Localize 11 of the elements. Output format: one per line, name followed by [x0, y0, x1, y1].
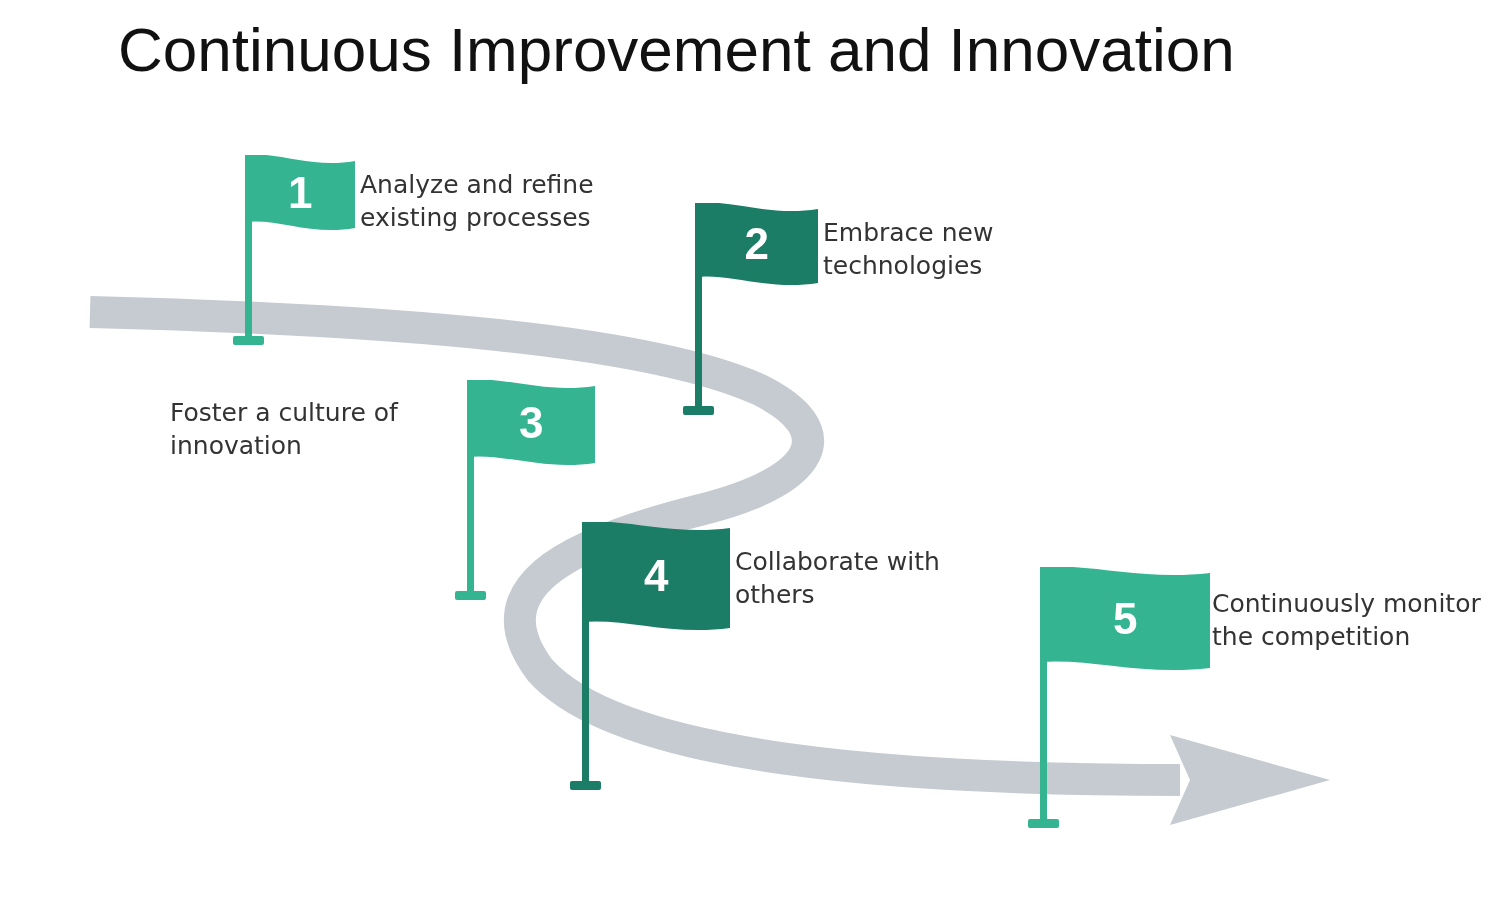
step-number: 1	[288, 170, 313, 215]
step-number: 3	[519, 400, 544, 445]
step-label: Embrace new technologies	[823, 217, 995, 282]
step-label: Analyze and refine existing processes	[360, 169, 595, 234]
step-label: Continuously monitor the competition	[1212, 588, 1482, 653]
step-label: Foster a culture of innovation	[170, 397, 400, 462]
step-number: 5	[1113, 596, 1138, 641]
step-number: 2	[744, 222, 769, 266]
step-number: 4	[644, 554, 669, 598]
step-label: Collaborate with others	[735, 546, 941, 611]
diagram-title: Continuous Improvement and Innovation	[118, 14, 1235, 85]
